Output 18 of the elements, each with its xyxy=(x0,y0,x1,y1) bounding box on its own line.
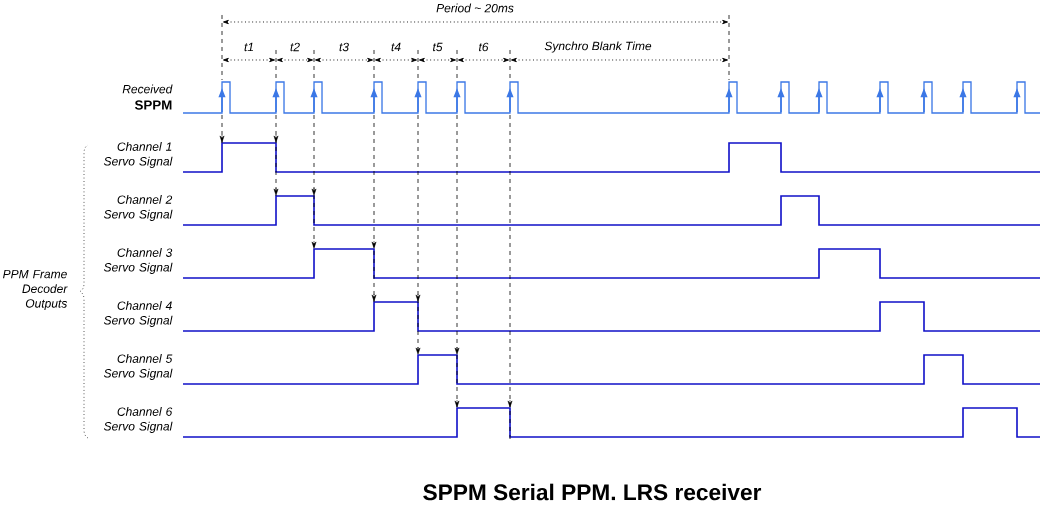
signal-label: Received xyxy=(122,84,173,94)
signal-label: SPPM xyxy=(134,100,172,110)
dimension-label: t6 xyxy=(479,42,489,52)
signal-label: Channel 2 Servo Signal xyxy=(103,195,173,221)
signal-label: Channel 5 Servo Signal xyxy=(103,354,173,380)
dimension-label: t3 xyxy=(339,42,349,52)
title: SPPM Serial PPM. LRS receiver xyxy=(423,483,762,501)
dimension-label: Period ~ 20ms xyxy=(434,2,516,14)
dimension-label: t2 xyxy=(290,42,300,52)
dimension-label: t1 xyxy=(244,42,253,52)
brace-label: PPM Frame Decoder Outputs xyxy=(3,269,68,311)
signal-label: Channel 4 Servo Signal xyxy=(103,301,173,327)
dimension-label: t4 xyxy=(391,42,401,52)
signal-label: Channel 6 Servo Signal xyxy=(103,407,173,433)
signal-label: Channel 3 Servo Signal xyxy=(103,248,173,274)
dimension-label: t5 xyxy=(433,42,443,52)
signal-label: Channel 1 Servo Signal xyxy=(103,142,173,168)
dimension-label: Synchro Blank Time xyxy=(544,41,652,53)
